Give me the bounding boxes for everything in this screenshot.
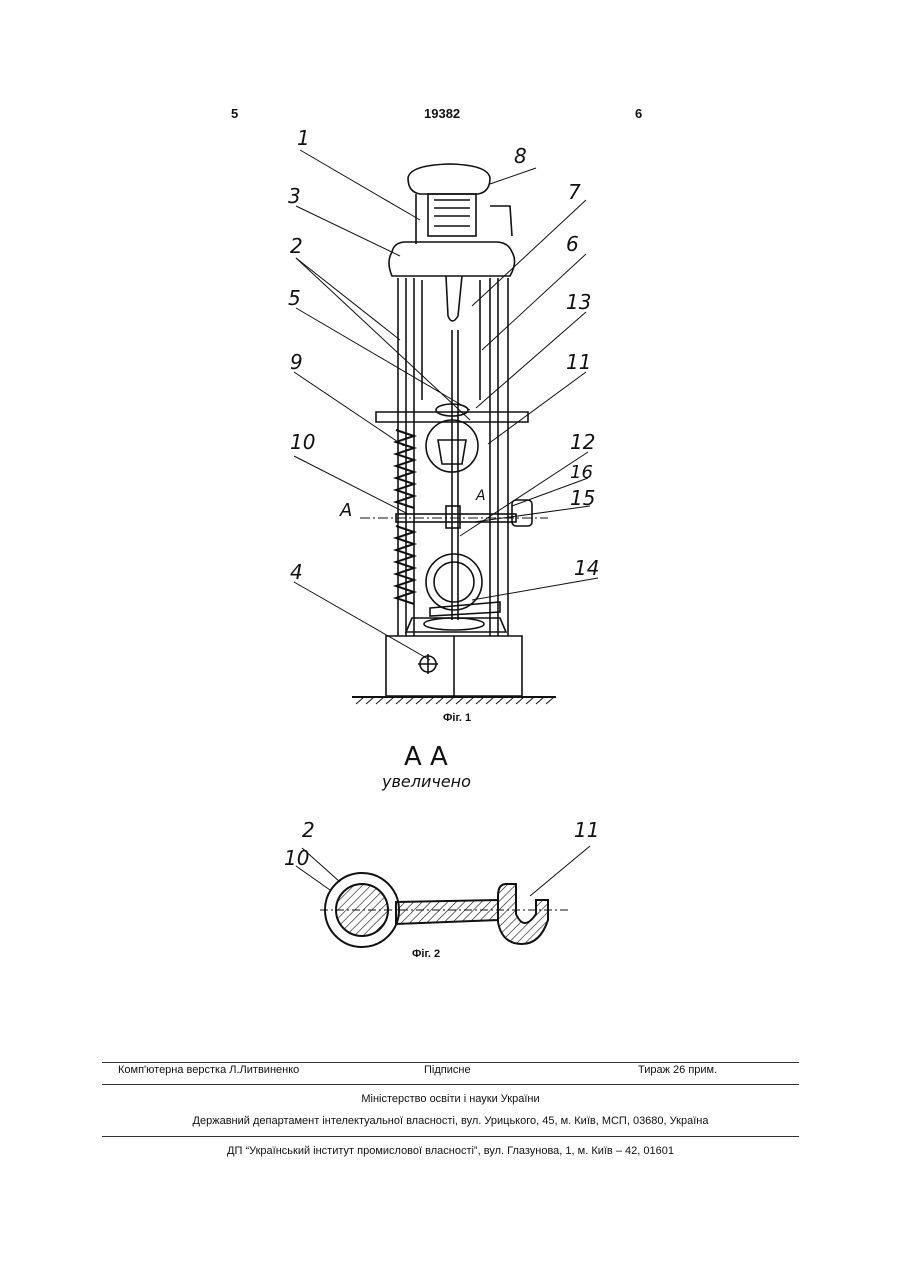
footer-typesetter: Комп'ютерна верстка Л.Литвиненко [118,1064,299,1076]
hook-section [498,884,548,944]
footer-department: Державний департамент інтелектуальної вл… [102,1115,799,1127]
footer-signed: Підписне [424,1064,471,1076]
fig2-label-10: 10 [284,846,309,870]
footer-institute: ДП “Український інститут промислової вла… [102,1145,799,1157]
footer-ministry: Міністерство освіти і науки України [102,1093,799,1105]
arm-section [396,900,498,924]
footer-rule-middle [102,1084,799,1085]
footer-rule-bottom [102,1136,799,1137]
fig2-label-2: 2 [302,818,315,842]
footer-rule-top [102,1062,799,1063]
figure-2-caption: Фіг. 2 [412,948,440,960]
fig2-label-11: 11 [574,818,599,842]
footer-circulation: Тираж 26 прим. [638,1064,717,1076]
